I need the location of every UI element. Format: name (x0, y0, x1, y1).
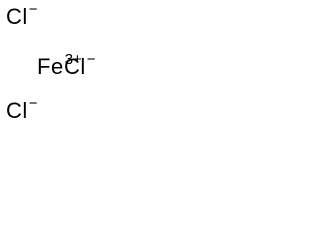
element-symbol: Cl (6, 98, 28, 123)
element-symbol: Cl (6, 4, 28, 29)
ion-charge: − (28, 1, 38, 18)
ion-charge: 3+ (64, 51, 82, 68)
element-symbol: Cl (64, 54, 86, 79)
chloride-ion-right: Cl− (64, 52, 96, 79)
element-symbol: Fe (37, 54, 64, 79)
ion-charge: − (28, 95, 38, 112)
ion-charge: − (86, 51, 96, 68)
iron-ion: Fe3+ (37, 52, 82, 79)
chloride-ion-bottom: Cl− (6, 96, 38, 123)
chloride-ion-top: Cl− (6, 2, 38, 29)
